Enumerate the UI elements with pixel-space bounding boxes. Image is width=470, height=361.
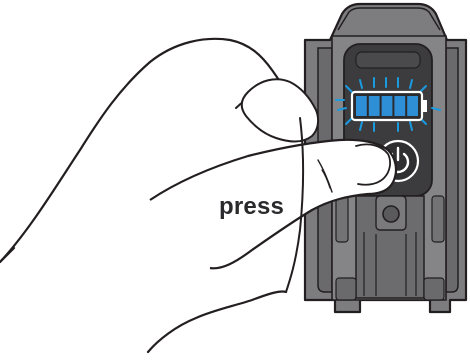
lower-hole [383,206,399,222]
battery-segment [382,96,393,116]
battery-segment [407,96,418,116]
battery-tip [422,100,427,112]
battery-segment [369,96,380,116]
top-slot [356,52,420,68]
battery-segments [356,96,418,116]
foot-left [336,278,356,300]
right-rail [446,48,458,292]
side-tab-right [432,196,444,242]
side-tab-left [336,196,348,242]
forearm-bottom [148,291,286,352]
battery-segment [394,96,405,116]
press-label: press [219,193,284,220]
battery-level-indicator [352,92,427,120]
palm-line [0,248,14,262]
foot-right [424,278,444,300]
battery-segment [356,96,367,116]
